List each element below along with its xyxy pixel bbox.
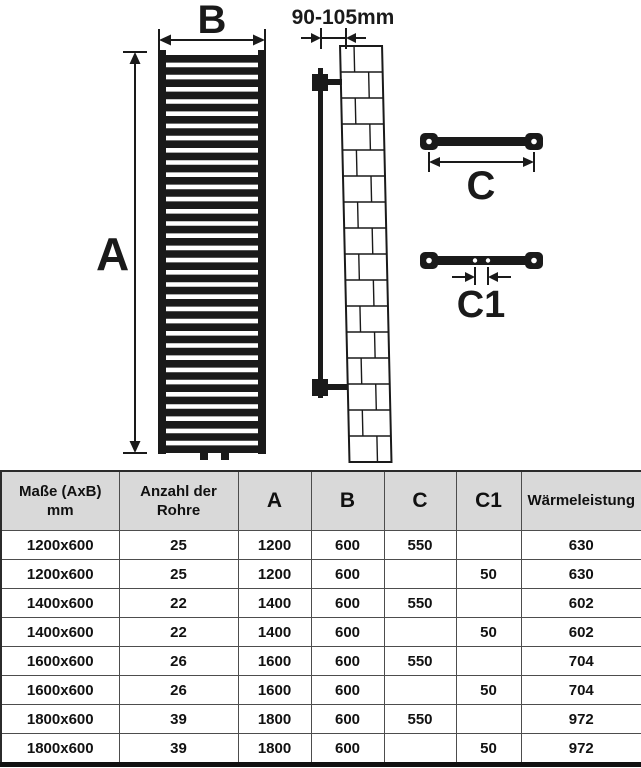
cell-a: 1200: [237, 530, 312, 560]
cell-size: 1200x600: [0, 559, 120, 589]
table-row: 1400x600 22 1400 600 550 602: [0, 588, 641, 618]
col-header-a: A: [237, 470, 312, 531]
cell-c1: [455, 530, 522, 560]
cell-size: 1600x600: [0, 646, 120, 676]
cell-c1: [455, 704, 522, 734]
cell-b: 600: [310, 617, 385, 647]
cell-c1: 50: [455, 617, 522, 647]
table-row: 1800x600 39 1800 600 50 972: [0, 733, 641, 765]
table-row: 1600x600 26 1600 600 550 704: [0, 646, 641, 676]
label-A: A: [96, 228, 129, 280]
cell-tube-count: 25: [118, 530, 239, 560]
cell-size: 1200x600: [0, 530, 120, 560]
cell-b: 600: [310, 675, 385, 705]
cell-c: [383, 617, 457, 647]
cell-size: 1400x600: [0, 617, 120, 647]
col-header-b: B: [310, 470, 385, 531]
cell-c: [383, 559, 457, 589]
cell-a: 1200: [237, 559, 312, 589]
label-C: C: [467, 164, 496, 208]
cell-heat-output: 972: [520, 733, 641, 765]
cell-c: 550: [383, 704, 457, 734]
cell-heat-output: 630: [520, 559, 641, 589]
cell-tube-count: 26: [118, 675, 239, 705]
cell-tube-count: 25: [118, 559, 239, 589]
cell-a: 1400: [237, 617, 312, 647]
cell-c: 550: [383, 646, 457, 676]
table-header-row: Maße (AxB) mm Anzahl der Rohre A B C C1 …: [0, 470, 641, 531]
bracket-C1-drawing: [420, 252, 543, 269]
dimension-wall-distance: [301, 28, 366, 49]
cell-c1: 50: [455, 559, 522, 589]
cell-tube-count: 26: [118, 646, 239, 676]
cell-b: 600: [310, 704, 385, 734]
table-row: 1600x600 26 1600 600 50 704: [0, 675, 641, 705]
brick-lines: [340, 46, 391, 462]
cell-heat-output: 704: [520, 646, 641, 676]
cell-size: 1400x600: [0, 588, 120, 618]
cell-c: 550: [383, 530, 457, 560]
cell-c1: [455, 588, 522, 618]
label-wall-distance: 90-105mm: [292, 6, 395, 29]
dimension-wall-distance-arrowheads: [311, 33, 356, 43]
cell-c1: 50: [455, 675, 522, 705]
table-row: 1200x600 25 1200 600 50 630: [0, 559, 641, 589]
cell-heat-output: 602: [520, 617, 641, 647]
dimension-B: [158, 29, 266, 50]
cell-size: 1600x600: [0, 675, 120, 705]
bracket-C-drawing: [420, 133, 543, 150]
cell-c: [383, 675, 457, 705]
col-header-c: C: [383, 470, 457, 531]
cell-size: 1800x600: [0, 704, 120, 734]
label-C1: C1: [457, 284, 506, 326]
cell-heat-output: 972: [520, 704, 641, 734]
cell-b: 600: [310, 733, 385, 765]
dimension-A-arrowheads: [129, 52, 141, 453]
cell-a: 1600: [237, 675, 312, 705]
cell-heat-output: 602: [520, 588, 641, 618]
cell-heat-output: 630: [520, 530, 641, 560]
col-header-tube-count: Anzahl der Rohre: [118, 470, 239, 531]
table-row: 1800x600 39 1800 600 550 972: [0, 704, 641, 734]
cell-a: 1400: [237, 588, 312, 618]
cell-c1: [455, 646, 522, 676]
cell-c: 550: [383, 588, 457, 618]
label-B: B: [198, 0, 227, 42]
mounting-rail: [312, 68, 348, 398]
dimension-C1-arrowheads: [465, 272, 498, 282]
cell-tube-count: 39: [118, 733, 239, 765]
dimension-C-arrowheads: [429, 157, 534, 167]
wall-drawing: [339, 45, 393, 463]
col-header-heat-output: Wärmeleistung: [520, 470, 641, 531]
col-header-c1: C1: [455, 470, 522, 531]
cell-b: 600: [310, 530, 385, 560]
spec-table: Maße (AxB) mm Anzahl der Rohre A B C C1 …: [0, 470, 641, 767]
cell-b: 600: [310, 588, 385, 618]
cell-a: 1800: [237, 704, 312, 734]
cell-b: 600: [310, 559, 385, 589]
cell-tube-count: 22: [118, 588, 239, 618]
cell-a: 1600: [237, 646, 312, 676]
cell-heat-output: 704: [520, 675, 641, 705]
cell-a: 1800: [237, 733, 312, 765]
cell-size: 1800x600: [0, 733, 120, 765]
radiator-drawing: [158, 50, 266, 460]
table-row: 1200x600 25 1200 600 550 630: [0, 530, 641, 560]
cell-tube-count: 22: [118, 617, 239, 647]
table-row: 1400x600 22 1400 600 50 602: [0, 617, 641, 647]
cell-c: [383, 733, 457, 765]
dimension-B-arrowheads: [159, 34, 265, 46]
cell-c1: 50: [455, 733, 522, 765]
cell-tube-count: 39: [118, 704, 239, 734]
dimension-C1: [452, 267, 511, 285]
cell-b: 600: [310, 646, 385, 676]
radiator-dimension-diagram: B A: [96, 0, 543, 463]
col-header-size: Maße (AxB) mm: [0, 470, 120, 531]
